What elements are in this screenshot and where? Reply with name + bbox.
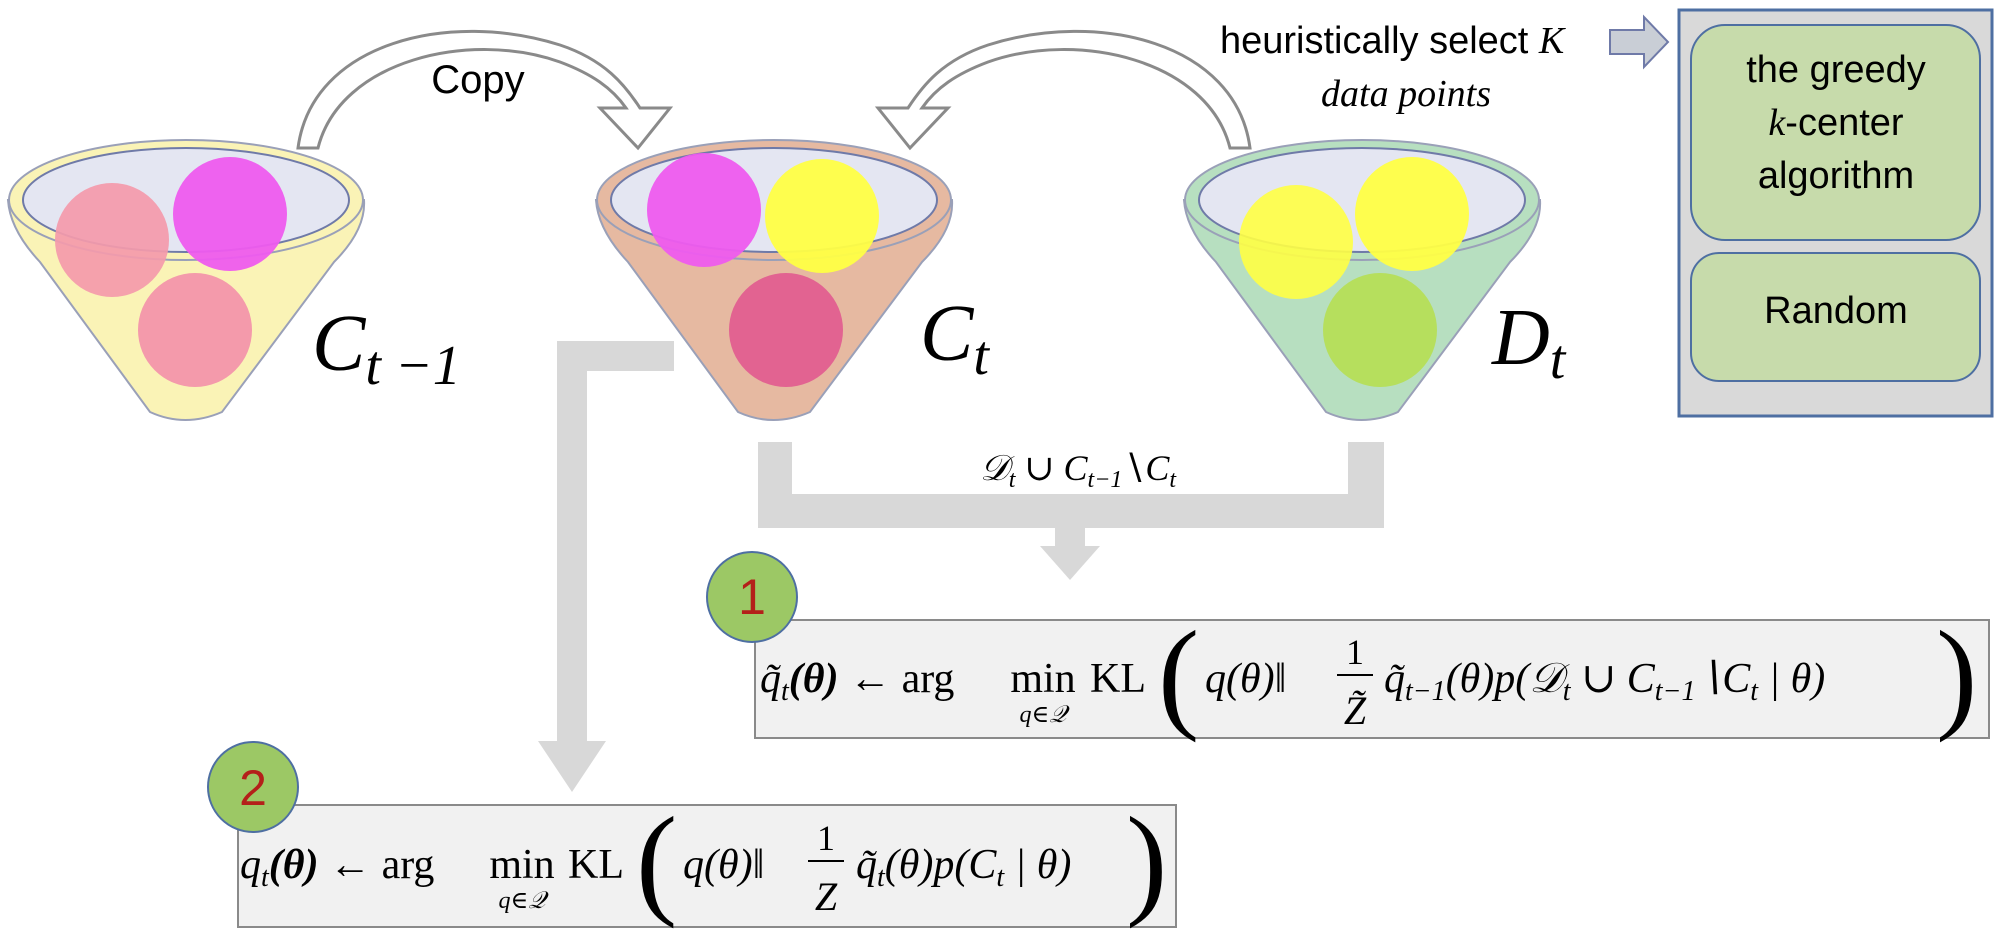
flow-to-equation-1 <box>758 442 1384 580</box>
svg-text:Z: Z <box>815 874 838 919</box>
pink-data-point <box>729 273 843 387</box>
svg-text:q(θ)‖: q(θ)‖ <box>1205 656 1286 702</box>
random-label: Random <box>1764 290 1908 332</box>
svg-text:1: 1 <box>817 818 835 858</box>
equation-1: q̃t(θ) ← arg min q∈𝒬 KL ( q(θ)‖ 1 Z̃ q̃t… <box>760 606 1977 743</box>
copy-arrow <box>296 29 674 151</box>
svg-text:(: ( <box>1158 606 1199 743</box>
magenta-data-point <box>647 153 761 267</box>
step-2-badge: 2 <box>207 741 299 833</box>
select-arrow <box>874 29 1252 151</box>
svg-text:): ) <box>1936 606 1977 743</box>
svg-text:1: 1 <box>738 569 766 625</box>
copy-label: Copy <box>431 58 524 102</box>
svg-text:): ) <box>1126 792 1167 929</box>
greedy-line2: k-center <box>1768 102 1903 144</box>
svg-text:2: 2 <box>239 760 267 816</box>
svg-text:q̃t−1(θ)p(𝒟t ∪ Ct−1∖Ct | θ): q̃t−1(θ)p(𝒟t ∪ Ct−1∖Ct | θ) <box>1384 656 1825 707</box>
svg-text:q∈𝒬: q∈𝒬 <box>1020 702 1071 728</box>
label-curr-memory: Ct <box>920 290 990 387</box>
svg-text:(: ( <box>636 792 677 929</box>
step-1-badge: 1 <box>706 551 798 643</box>
svg-text:qt(θ) ← arg: qt(θ) ← arg <box>240 842 434 893</box>
equation-2: qt(θ) ← arg min q∈𝒬 KL ( q(θ)‖ 1 Z q̃t(θ… <box>240 792 1167 929</box>
svg-text:q̃t(θ)p(Ct | θ): q̃t(θ)p(Ct | θ) <box>856 842 1071 893</box>
yellow-data-point <box>1239 185 1353 299</box>
bucket-curr-memory <box>594 139 954 421</box>
flow-to-equation-2 <box>538 341 674 792</box>
random-option <box>1690 252 1981 382</box>
equation-2-box <box>237 804 1177 928</box>
selection-arrow <box>1609 14 1670 70</box>
label-new-data: Dt <box>1491 294 1567 391</box>
svg-text:1: 1 <box>1346 632 1364 672</box>
heuristic-label-line2: data points <box>1321 73 1491 115</box>
svg-text:min: min <box>1010 656 1075 702</box>
lime-data-point <box>1323 273 1437 387</box>
heuristic-label-line1: heuristically select K <box>1220 20 1566 62</box>
svg-text:Z̃: Z̃ <box>1344 688 1367 733</box>
greedy-line1: the greedy <box>1746 49 1926 91</box>
yellow-data-point <box>765 159 879 273</box>
svg-text:q̃t(θ) ← arg: q̃t(θ) ← arg <box>760 656 954 707</box>
svg-text:KL: KL <box>1090 656 1146 702</box>
svg-text:KL: KL <box>568 842 624 888</box>
svg-text:q(θ)‖: q(θ)‖ <box>683 842 764 888</box>
bucket-new-data <box>1182 139 1542 421</box>
union-label: 𝒟t ∪ Ct−1∖Ct <box>980 448 1177 493</box>
label-prev-memory: Ct −1 <box>312 300 461 397</box>
svg-text:min: min <box>489 842 554 888</box>
svg-text:q∈𝒬: q∈𝒬 <box>499 888 550 914</box>
bucket-prev-memory <box>6 139 366 421</box>
equation-1-box <box>754 619 1990 739</box>
selection-methods-panel <box>1677 8 1994 418</box>
pink-data-point <box>55 183 169 297</box>
yellow-data-point <box>1355 157 1469 271</box>
greedy-line3: algorithm <box>1758 155 1914 197</box>
pink-data-point <box>138 273 252 387</box>
greedy-k-center-option <box>1690 24 1981 241</box>
magenta-data-point <box>173 157 287 271</box>
